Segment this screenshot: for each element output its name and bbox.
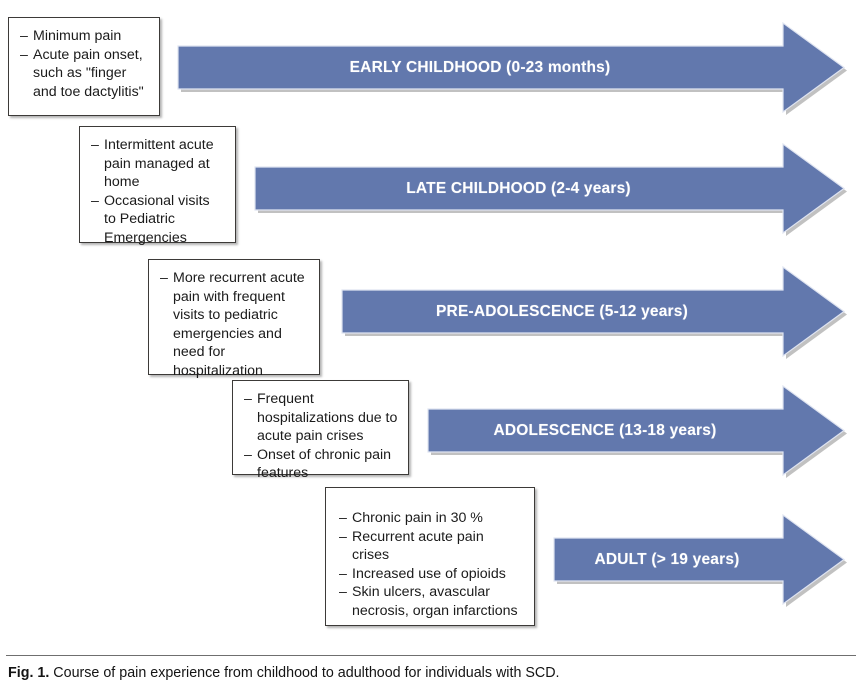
figure-caption-number: Fig. 1.	[8, 665, 50, 681]
bullet-list-adolescence: Frequent hospitalizations due to acute p…	[244, 390, 398, 483]
bullet-item: Chronic pain in 30 %	[339, 509, 524, 528]
bullet-item: Recurrent acute pain crises	[339, 528, 524, 565]
stage-arrow-early-childhood: EARLY CHILDHOOD (0-23 months)	[175, 20, 847, 115]
figure-caption-text: Course of pain experience from childhood…	[53, 665, 560, 681]
bullet-item: Acute pain onset, such as "finger and to…	[20, 46, 149, 102]
stage-description-box-early-childhood: Minimum pain Acute pain onset, such as "…	[8, 17, 160, 116]
stage-description-box-adolescence: Frequent hospitalizations due to acute p…	[232, 380, 409, 481]
bullet-item: Skin ulcers, avascular necrosis, organ i…	[339, 583, 524, 620]
bullet-item: Occasional visits to Pediatric Emergenci…	[91, 192, 225, 248]
bullet-list-early-childhood: Minimum pain Acute pain onset, such as "…	[20, 27, 149, 101]
bullet-list-pre-adolescence: More recurrent acute pain with frequent …	[160, 269, 309, 381]
figure-caption: Fig. 1. Course of pain experience from c…	[8, 664, 854, 683]
bullet-item: More recurrent acute pain with frequent …	[160, 269, 309, 381]
stage-arrow-late-childhood: LATE CHILDHOOD (2-4 years)	[252, 141, 847, 236]
stage-description-box-pre-adolescence: More recurrent acute pain with frequent …	[148, 259, 320, 379]
bullet-list-adult: Chronic pain in 30 % Recurrent acute pai…	[339, 509, 524, 621]
stage-description-box-adult: Chronic pain in 30 % Recurrent acute pai…	[325, 487, 535, 626]
bullet-item: Intermittent acute pain managed at home	[91, 136, 225, 192]
bullet-item: Frequent hospitalizations due to acute p…	[244, 390, 398, 446]
stage-arrow-pre-adolescence: PRE-ADOLESCENCE (5-12 years)	[339, 264, 847, 359]
bullet-list-late-childhood: Intermittent acute pain managed at home …	[91, 136, 225, 248]
stage-description-box-late-childhood: Intermittent acute pain managed at home …	[79, 126, 236, 246]
bullet-item: Onset of chronic pain features	[244, 446, 398, 483]
bullet-item: Increased use of opioids	[339, 565, 524, 584]
caption-divider	[6, 655, 856, 656]
stage-arrow-adolescence: ADOLESCENCE (13-18 years)	[425, 383, 847, 478]
bullet-item: Minimum pain	[20, 27, 149, 46]
stage-arrow-adult: ADULT (> 19 years)	[551, 512, 847, 607]
